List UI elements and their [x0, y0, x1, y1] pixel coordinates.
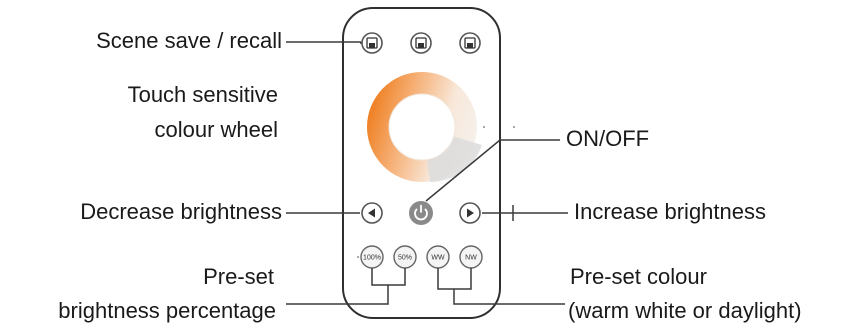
preset-ww-label: WW — [431, 255, 445, 262]
colour-wheel-label-line2: colour wheel — [154, 117, 278, 142]
power-button[interactable] — [409, 201, 433, 225]
right-arrow-icon — [467, 208, 474, 218]
leader-lines — [286, 41, 568, 305]
power-icon — [414, 204, 428, 221]
left-arrow-icon — [368, 208, 375, 218]
preset-nw-label: NW — [465, 255, 477, 262]
colour-wheel-label-line1: Touch sensitive — [127, 82, 278, 107]
save-icon — [415, 37, 427, 49]
scene-button-2[interactable] — [410, 32, 432, 54]
preset-colour-label-line1: Pre-set colour — [570, 264, 707, 289]
preset-100-button[interactable]: 100% — [360, 245, 384, 269]
scene-save-label: Scene save / recall — [96, 28, 282, 53]
increase-label: Increase brightness — [574, 199, 766, 224]
on-off-label: ON/OFF — [566, 126, 650, 151]
preset-colour-label-line2: (warm white or daylight) — [568, 298, 802, 323]
decrease-label: Decrease brightness — [80, 199, 282, 224]
preset-brightness-label-line1: Pre-set — [203, 264, 274, 289]
decrease-button[interactable] — [361, 202, 383, 224]
preset-100-label: 100% — [363, 255, 381, 262]
preset-brightness-label-line2: brightness percentage — [58, 298, 276, 323]
save-icon — [366, 37, 378, 49]
save-icon — [464, 37, 476, 49]
increase-button[interactable] — [459, 202, 481, 224]
preset-ww-button[interactable]: WW — [426, 245, 450, 269]
scene-button-1[interactable] — [361, 32, 383, 54]
preset-50-label: 50% — [398, 255, 412, 262]
preset-50-button[interactable]: 50% — [393, 245, 417, 269]
scene-button-3[interactable] — [459, 32, 481, 54]
preset-nw-button[interactable]: NW — [459, 245, 483, 269]
colour-wheel[interactable] — [367, 72, 482, 183]
